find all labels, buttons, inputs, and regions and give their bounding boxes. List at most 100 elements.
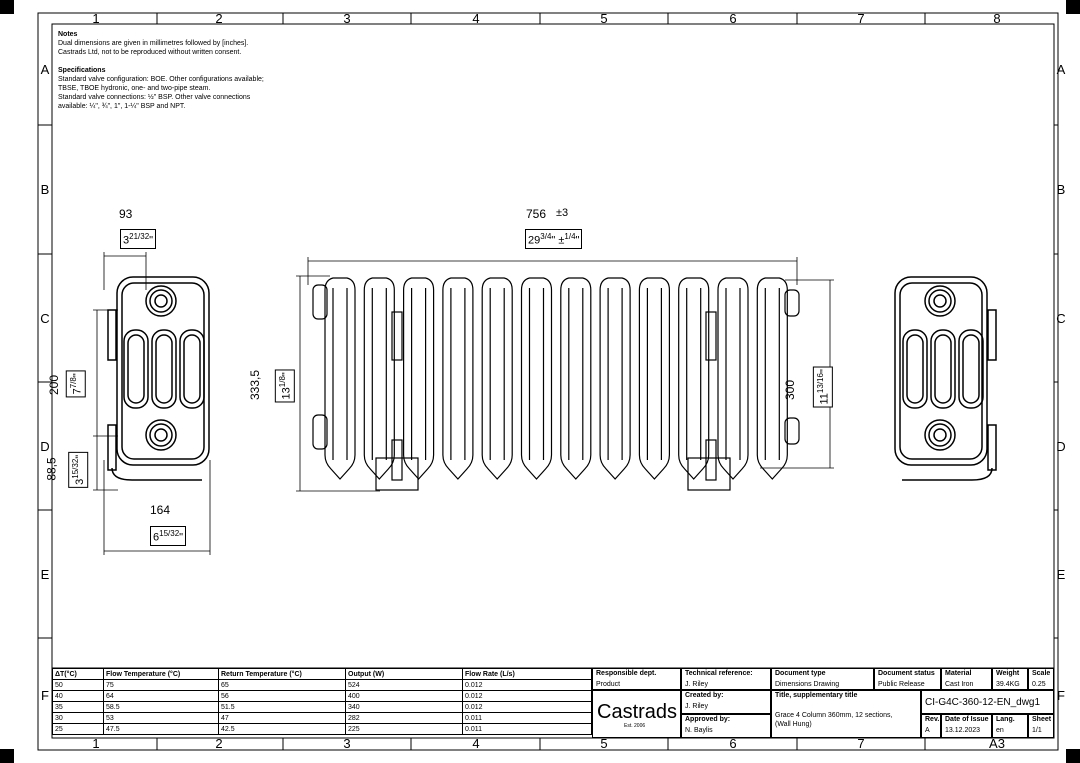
weight-cell: Weight 39.4KG	[992, 668, 1028, 690]
grid-col-label: 6	[729, 11, 737, 26]
sheet-size-label: A3	[989, 736, 1005, 751]
lang-cell: Lang. en	[992, 714, 1028, 738]
flow-table-header: ΔT(°C)	[52, 668, 104, 680]
rev-label: Rev.	[925, 716, 940, 723]
grid-row-label: C	[1056, 311, 1066, 326]
table-cell: 64	[103, 690, 219, 702]
doc-status-value: Public Release	[878, 681, 925, 688]
inch-whole: 6	[153, 531, 160, 544]
notes-line: Castrads Ltd, not to be reproduced witho…	[58, 49, 242, 56]
inch-den: 16	[815, 373, 825, 382]
notes-heading: Notes	[58, 31, 78, 38]
side-view-right	[894, 276, 997, 481]
logo-cell: Castrads Est. 2006	[592, 690, 681, 738]
doc-type-cell: Document type Dimensions Drawing	[771, 668, 874, 690]
date-value: 13.12.2023	[945, 727, 981, 734]
inch-num: 3	[540, 232, 545, 241]
front-view	[324, 277, 788, 480]
doc-type-value: Dimensions Drawing	[775, 681, 840, 688]
spec-line: Standard valve configuration: BOE. Other…	[58, 76, 264, 83]
side-width-inches: 615/32"	[150, 526, 187, 546]
grid-row-label: B	[1056, 182, 1066, 197]
corner-mark	[0, 0, 14, 14]
specifications-heading: Specifications	[58, 67, 106, 74]
spec-line: available: ¼", ¾", 1", 1-¼" BSP and NPT.	[58, 103, 186, 110]
table-cell: 0.012	[462, 679, 592, 691]
inch-num: 15	[71, 469, 81, 479]
weight-value: 39.4KG	[996, 681, 1020, 688]
grid-row-label: A	[1056, 62, 1066, 77]
grid-row-label: A	[40, 62, 50, 77]
inch-tol: ±	[558, 234, 565, 247]
side-view-left	[107, 276, 210, 481]
inch-mark: "	[818, 369, 831, 374]
column-ticks	[38, 13, 1058, 750]
inch-mark: "	[73, 454, 86, 459]
inch-mark: "	[179, 531, 184, 544]
created-by-label: Created by:	[685, 692, 724, 699]
length-inches: 293/4" ±1/4"	[525, 229, 583, 249]
title-cell: Title, supplementary title Grace 4 Colum…	[771, 690, 921, 738]
inch-den: 8	[68, 377, 78, 382]
inch-mark: "	[280, 372, 293, 377]
side-depth-mm: 93	[119, 207, 133, 221]
height-mm: 333,5	[248, 369, 263, 401]
flow-table-header: Output (W)	[345, 668, 463, 680]
doc-type-label: Document type	[775, 670, 826, 677]
grid-col-label: 1	[92, 736, 100, 751]
inch-num: 13	[815, 384, 825, 394]
grid-col-label: 3	[343, 11, 351, 26]
logo-established: Est. 2006	[624, 723, 646, 729]
radiator-section	[363, 277, 395, 480]
section-height-inches: 1113/16"	[812, 366, 833, 408]
table-cell: 56	[218, 690, 346, 702]
side-view-dimension-lines	[93, 252, 211, 555]
table-cell: 53	[103, 712, 219, 724]
scale-cell: Scale 0.25	[1028, 668, 1054, 690]
lang-value: en	[996, 727, 1004, 734]
table-cell: 47	[218, 712, 346, 724]
approved-by-cell: Approved by: N. Baylis	[681, 714, 771, 738]
table-cell: 0.011	[462, 723, 592, 735]
front-view-details	[312, 284, 800, 491]
date-cell: Date of Issue 13.12.2023	[941, 714, 992, 738]
inch-num: 1	[564, 232, 569, 241]
radiator-section	[520, 277, 553, 480]
rev-cell: Rev. A	[921, 714, 941, 738]
radiator-section	[481, 277, 513, 480]
material-label: Material	[945, 670, 972, 677]
rev-value: A	[925, 727, 930, 734]
front-view-dimension-lines	[296, 257, 834, 492]
grid-col-label: 4	[472, 11, 480, 26]
sheet-value: 1/1	[1032, 727, 1042, 734]
tech-ref-value: J. Riley	[685, 681, 708, 688]
corner-mark	[0, 749, 14, 763]
floor-height-mm: 88,5	[44, 457, 59, 481]
doc-status-cell: Document status Public Release	[874, 668, 941, 690]
material-cell: Material Cast Iron	[941, 668, 992, 690]
created-by-cell: Created by: J. Riley	[681, 690, 771, 714]
flow-table: ΔT(°C) Flow Temperature (°C) Return Temp…	[52, 668, 592, 735]
grid-col-label: 2	[215, 11, 223, 26]
approved-by-value: N. Baylis	[685, 727, 713, 734]
drawing-number-cell: CI-G4C-360-12-EN_dwg1	[921, 690, 1054, 714]
grid-col-label: 6	[729, 736, 737, 751]
grid-row-label: F	[1057, 688, 1065, 703]
castrads-logo: Castrads	[597, 701, 678, 723]
inch-mark: "	[71, 373, 84, 378]
inch-den: 8	[277, 376, 287, 381]
radiator-section	[442, 277, 474, 480]
inch-den: 32	[71, 458, 81, 468]
grid-col-label: 4	[472, 736, 480, 751]
inch-den: 32	[170, 529, 180, 538]
table-cell: 225	[345, 723, 463, 735]
radiator-section	[599, 277, 631, 480]
radiator-section	[324, 277, 356, 480]
radiator-section	[560, 277, 592, 480]
radiator-section	[638, 277, 670, 480]
height-inches: 131/8"	[274, 369, 295, 403]
corner-mark	[1066, 749, 1080, 763]
